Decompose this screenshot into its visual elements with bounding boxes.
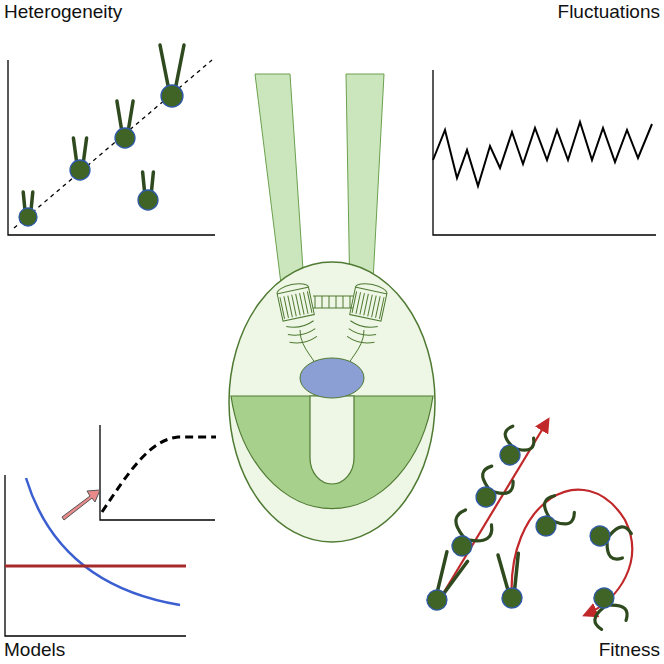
- cell-glyph: [585, 517, 633, 561]
- model-plots: [5, 425, 216, 636]
- panel-title: Fluctuations: [558, 2, 660, 23]
- panel-title: Heterogeneity: [4, 2, 122, 23]
- panel-title: Fitness: [599, 640, 660, 661]
- cell-glyph: [160, 45, 184, 107]
- heterogeneity-plot: [8, 60, 215, 235]
- panel-title: Models: [4, 640, 65, 661]
- cell-glyph: [498, 553, 523, 609]
- cell-glyph: [19, 192, 37, 226]
- fitness-trajectories: [438, 420, 632, 615]
- basal-body: [276, 281, 320, 345]
- cell-glyph: [70, 138, 90, 180]
- cell-glyph: [467, 464, 516, 515]
- cell-glyph: [115, 101, 135, 148]
- cell-glyph: [440, 508, 495, 564]
- cell-glyph: [585, 583, 629, 631]
- cell-glyph: [492, 424, 537, 471]
- chlamydomonas-cell: [229, 74, 435, 542]
- cell-glyph: [422, 552, 467, 614]
- cell-glyph: [138, 172, 158, 210]
- connecting-fibre: [315, 296, 350, 308]
- fluctuation-plot: [433, 70, 656, 235]
- cell-glyph: [527, 493, 577, 544]
- basal-body: [344, 281, 388, 345]
